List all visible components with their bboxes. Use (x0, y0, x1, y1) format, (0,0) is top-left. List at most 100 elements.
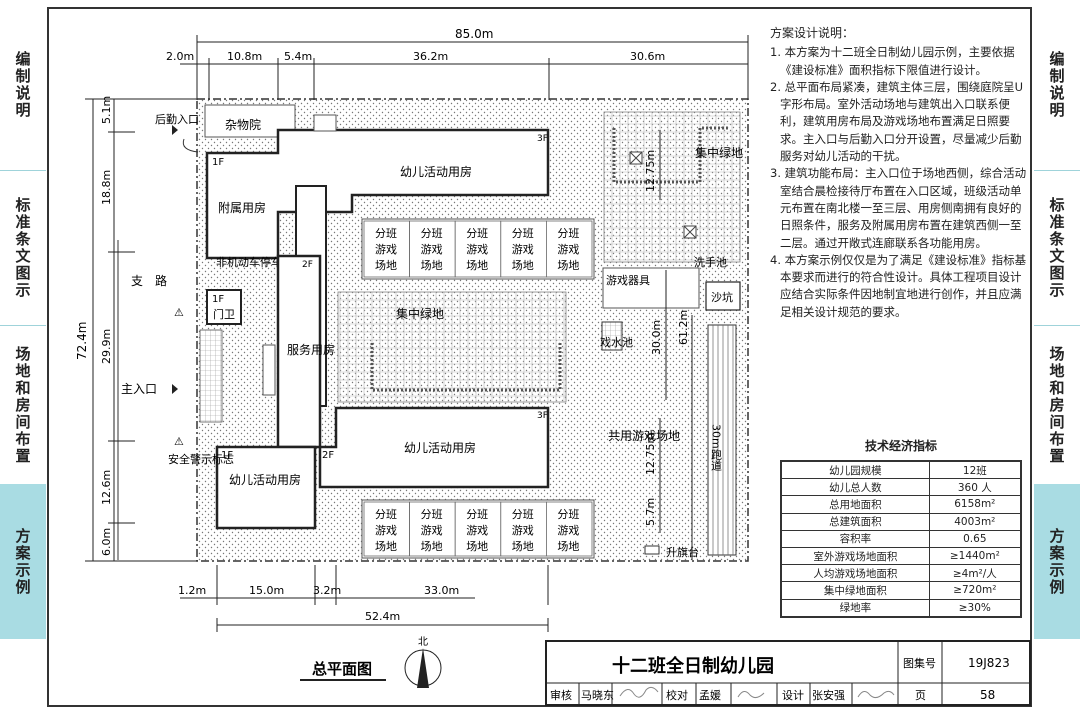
eco-value: ≥30% (928, 598, 1022, 618)
sandpit-label: 沙坑 (711, 290, 733, 304)
play-cell-box (454, 220, 502, 278)
left-tab-scheme-example[interactable]: 方案示例 (0, 484, 46, 639)
shared-play-label: 共用游戏场地 (608, 429, 680, 443)
dim-top-a: 2.0m (166, 50, 194, 63)
service-stair (262, 344, 276, 396)
eco-name: 室外游戏场地面积 (780, 546, 930, 566)
play-cell-label: 分班 (466, 227, 488, 240)
floor-label-1f: 1F (212, 157, 224, 168)
right-tab-scheme-example[interactable]: 方案示例 (1034, 484, 1080, 639)
design-notes: 方案设计说明： 1. 本方案为十二班全日制幼儿园示例，主要依据《建设标准》面积指… (770, 25, 1030, 321)
eco-value: ≥1440m² (928, 546, 1022, 566)
dim-right-a: 12.75m (644, 150, 657, 192)
drawing-title: 十二班全日制幼儿园 (612, 655, 774, 677)
play-cell-box (363, 220, 410, 278)
eco-name: 幼儿园规模 (780, 460, 930, 480)
left-tab-compile-notes[interactable]: 编制说明 (0, 0, 46, 170)
guard-label: 门卫 (213, 307, 235, 321)
dim-left-a: 5.1m (100, 96, 113, 124)
play-cell-box (454, 501, 502, 557)
service-label-a: 服务用房 (287, 342, 335, 357)
checker-signature (737, 691, 765, 699)
table-row: 人均游戏场地面积≥4m²/人 (780, 564, 1022, 583)
eco-value: 6158m² (928, 495, 1022, 514)
tab-divider (1034, 325, 1080, 326)
play-cell-label: 场地 (466, 258, 488, 272)
play-cell-label: 分班 (421, 227, 443, 240)
play-cell-label: 场地 (421, 539, 443, 553)
dim-left-b: 18.8m (100, 170, 113, 205)
rear-entrance-curve (182, 138, 199, 153)
eco-name: 幼儿总人数 (780, 478, 930, 497)
eco-name: 集中绿地面积 (780, 581, 930, 600)
dim-right-e: 5.7m (644, 498, 657, 526)
dim-top-c: 5.4m (284, 50, 312, 63)
dim-top-d: 36.2m (413, 50, 448, 63)
page-label: 页 (915, 689, 926, 702)
dim-top-total: 85.0m (455, 27, 493, 41)
flag-platform-label: 升旗台 (666, 545, 699, 559)
eco-name: 绿地率 (780, 598, 930, 618)
eco-value: 0.65 (928, 529, 1022, 548)
play-cell-box (363, 501, 410, 557)
right-tab-standard-illustration[interactable]: 标准条文图示 (1034, 171, 1080, 325)
dim-bottom-a: 1.2m (178, 584, 206, 597)
north-building-label: 幼儿活动用房 (400, 164, 472, 179)
warning-icon: ⚠ (174, 306, 184, 319)
play-equipment-label: 游戏器具 (606, 274, 650, 287)
annex-label: 附属用房 (218, 200, 266, 215)
right-sidebar: 编制说明 标准条文图示 场地和房间布置 方案示例 (1034, 0, 1080, 715)
right-tab-site-layout[interactable]: 场地和房间布置 (1034, 326, 1080, 484)
notes-title: 方案设计说明： (770, 26, 855, 40)
central-green-area (337, 291, 567, 403)
central-green-east-label: 集中绿地 (695, 145, 743, 160)
play-cell-label: 游戏 (557, 243, 579, 256)
top-dimensions (180, 35, 749, 100)
dim-right-b: 30.0m (650, 320, 663, 355)
south-building (318, 406, 550, 489)
eco-table-title: 技术经济指标 (864, 439, 937, 453)
checker-name: 孟媛 (699, 688, 721, 702)
track-lanes (712, 325, 734, 555)
left-tab-standard-illustration[interactable]: 标准条文图示 (0, 171, 46, 325)
play-cell-label: 游戏 (466, 243, 488, 256)
dim-left-c: 29.9m (100, 329, 113, 364)
guard-floor-label: 1F (212, 294, 224, 305)
play-cell-box (500, 501, 547, 557)
left-tab-label: 方案示例 (13, 527, 32, 596)
right-tab-label: 标准条文图示 (1047, 197, 1066, 299)
eco-name: 总用地面积 (780, 495, 930, 514)
right-tab-compile-notes[interactable]: 编制说明 (1034, 0, 1080, 170)
north-building (205, 128, 550, 260)
rear-entrance-label: 后勤入口 (155, 113, 199, 126)
left-dimensions (85, 98, 197, 562)
right-dimensions (659, 130, 693, 560)
play-cell-label: 分班 (466, 508, 488, 521)
north-label: 北 (418, 636, 428, 648)
main-entrance-label: 主入口 (121, 382, 157, 396)
play-cell-box (409, 220, 456, 278)
floor-label-1f-west: 1F (221, 450, 233, 461)
play-cell-box (546, 501, 593, 557)
note-item-2: 2. 总平面布局紧凑，建筑主体三层，围绕庭院呈U字形布局。室外活动场地与建筑出入… (770, 79, 1024, 164)
left-tab-site-layout[interactable]: 场地和房间布置 (0, 326, 46, 484)
guard-house (206, 289, 242, 325)
tree-box-mark (683, 225, 697, 239)
play-cell-label: 分班 (512, 227, 534, 240)
designer-signature (857, 690, 895, 699)
design-label: 设计 (782, 689, 804, 702)
west-activity-building (215, 445, 317, 530)
right-tab-label: 场地和房间布置 (1047, 345, 1066, 465)
play-cell-label: 场地 (557, 258, 579, 272)
